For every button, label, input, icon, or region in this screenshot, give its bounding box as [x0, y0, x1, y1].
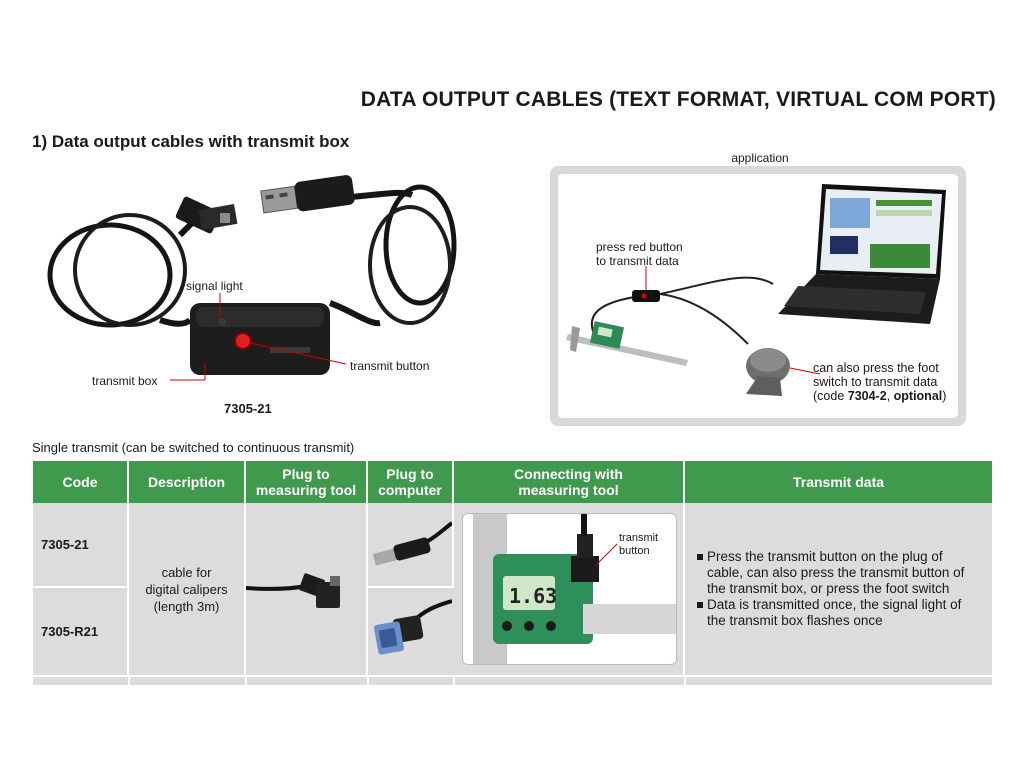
foot-switch-pointer: [789, 367, 821, 375]
table-tail-row: [33, 677, 992, 685]
connecting-image-cell: 1.63 transmit button: [453, 503, 685, 675]
transmit-bullets: Press the transmit button on the plug of…: [685, 549, 992, 629]
foot-switch-note: can also press the foot switch to transm…: [813, 361, 946, 403]
transmit-button-pointer: [249, 342, 347, 365]
cable-loop-right: [383, 184, 457, 306]
box-cable-right: [328, 300, 381, 327]
header-code: Code: [33, 461, 129, 503]
foot-switch-code-line: (code 7304-2, optional): [813, 389, 947, 403]
header-transmit-data: Transmit data: [684, 461, 992, 503]
table-row: 7305-R21: [33, 587, 992, 675]
press-red-button-line1: press red button: [596, 240, 683, 254]
foot-switch-code: 7304-2: [847, 389, 887, 403]
caliper-display: [503, 576, 555, 610]
application-illustration: [566, 184, 946, 396]
signal-light: [218, 318, 226, 326]
section-heading: 1) Data output cables with transmit box: [32, 132, 350, 151]
usb-cable: [349, 189, 414, 200]
header-description: Description: [128, 461, 246, 503]
caliper-callout: transmit button: [619, 532, 659, 557]
transmit-data-cell: Press the transmit button on the plug of…: [684, 503, 992, 675]
single-transmit-note: Single transmit (can be switched to cont…: [32, 440, 355, 455]
transmit-bullet: Press the transmit button on the plug of…: [697, 549, 982, 597]
foot-switch-line2: switch to transmit data: [813, 375, 938, 389]
table-row: 7305-21 cable for digital calipers (leng…: [33, 503, 992, 675]
signal-light-label: signal light: [186, 279, 243, 293]
page-title: DATA OUTPUT CABLES (TEXT FORMAT, VIRTUAL…: [360, 88, 996, 111]
press-red-button-line2: to transmit data: [596, 254, 679, 268]
rs232-plug-cell: [367, 587, 453, 675]
caliper-connection-image: 1.63 transmit button: [462, 513, 677, 665]
press-red-button-note: press red button to transmit data: [596, 240, 683, 268]
caliper-icon: [566, 321, 688, 366]
usb-plug-icon: [260, 175, 355, 214]
product-model: 7305-21: [224, 401, 272, 416]
transmit-bullet: Data is transmitted once, the signal lig…: [697, 597, 982, 629]
cable-loop-left-2: [73, 213, 187, 327]
code-cell: 7305-21: [33, 503, 129, 588]
usb-plug-small-icon: [372, 521, 454, 566]
description-cell: cable for digital calipers (length 3m): [128, 503, 246, 675]
caliper-connector: [571, 556, 599, 582]
cable-loop-left: [47, 222, 173, 328]
laptop-icon: [778, 184, 946, 324]
optional-tag: optional: [893, 389, 943, 403]
usb-plug-cell: [367, 503, 454, 588]
caliper-plug-icon: [175, 196, 238, 234]
caliper-plug-cable-icon: [245, 572, 340, 608]
cable-product-illustration: [47, 175, 457, 381]
transmit-button-label: transmit button: [350, 359, 430, 373]
transmit-box-label: transmit box: [92, 374, 158, 388]
code-cell: 7305-R21: [33, 587, 129, 675]
plug-tool-cell: [245, 503, 368, 675]
foot-switch-icon: [746, 348, 790, 396]
transmit-button-red: [234, 332, 252, 350]
caliper-reading: 1.63: [509, 584, 558, 608]
application-label: application: [731, 151, 789, 165]
foot-switch-line1: can also press the foot: [813, 361, 939, 375]
cable-loop-right-2: [368, 205, 452, 325]
rs232-plug-icon: [374, 599, 453, 655]
box-cable-left: [159, 317, 193, 327]
